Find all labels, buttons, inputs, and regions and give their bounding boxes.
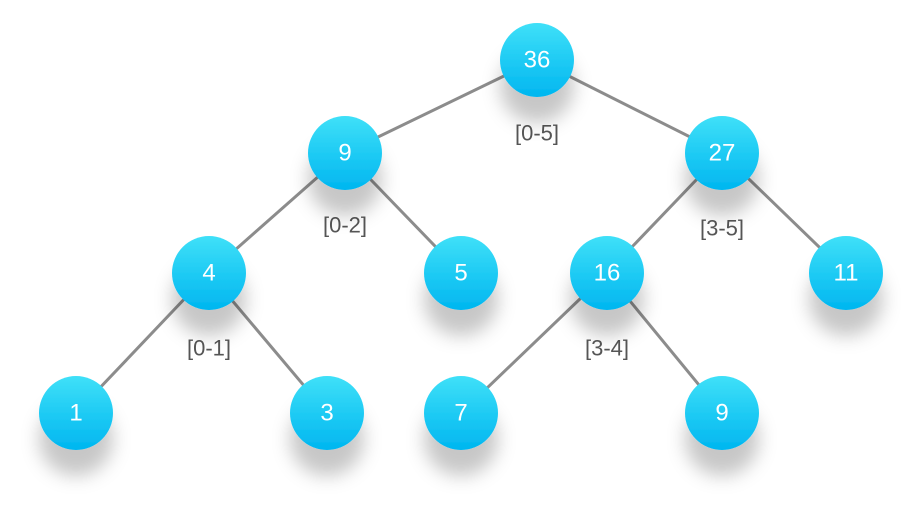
tree-node: 7 — [424, 376, 498, 450]
range-label: [0-5] — [515, 121, 559, 146]
node-circle — [424, 376, 498, 450]
node-circle — [290, 376, 364, 450]
tree-node: 9 — [685, 376, 759, 450]
node-value: 7 — [454, 400, 467, 427]
node-circle — [685, 376, 759, 450]
node-value: 9 — [338, 140, 351, 167]
node-circle — [500, 23, 574, 97]
tree-node: 11 — [809, 236, 883, 310]
node-circle — [39, 376, 113, 450]
node-circle — [308, 116, 382, 190]
node-circle — [809, 236, 883, 310]
tree-node: 3 — [290, 376, 364, 450]
node-value: 16 — [594, 260, 621, 287]
range-label: [3-4] — [585, 336, 629, 361]
node-value: 36 — [524, 47, 551, 74]
node-value: 4 — [202, 260, 215, 287]
node-circle — [685, 116, 759, 190]
range-label: [3-5] — [700, 216, 744, 241]
tree-node: 4 — [172, 236, 246, 310]
node-value: 11 — [834, 260, 859, 287]
tree-node: 27 — [685, 116, 759, 190]
tree-node: 5 — [424, 236, 498, 310]
range-label: [0-2] — [323, 213, 367, 238]
node-value: 27 — [709, 140, 736, 167]
node-circle — [424, 236, 498, 310]
tree-node: 36 — [500, 23, 574, 97]
node-circle — [570, 236, 644, 310]
tree-node: 9 — [308, 116, 382, 190]
range-label: [0-1] — [187, 336, 231, 361]
tree-node: 16 — [570, 236, 644, 310]
node-value: 1 — [69, 400, 82, 427]
node-circle — [172, 236, 246, 310]
node-value: 9 — [715, 400, 728, 427]
node-value: 3 — [320, 400, 333, 427]
range-labels: [0-5] [0-2] [3-5] [0-1] [3-4] — [187, 121, 744, 361]
node-value: 5 — [454, 260, 467, 287]
tree-node: 1 — [39, 376, 113, 450]
